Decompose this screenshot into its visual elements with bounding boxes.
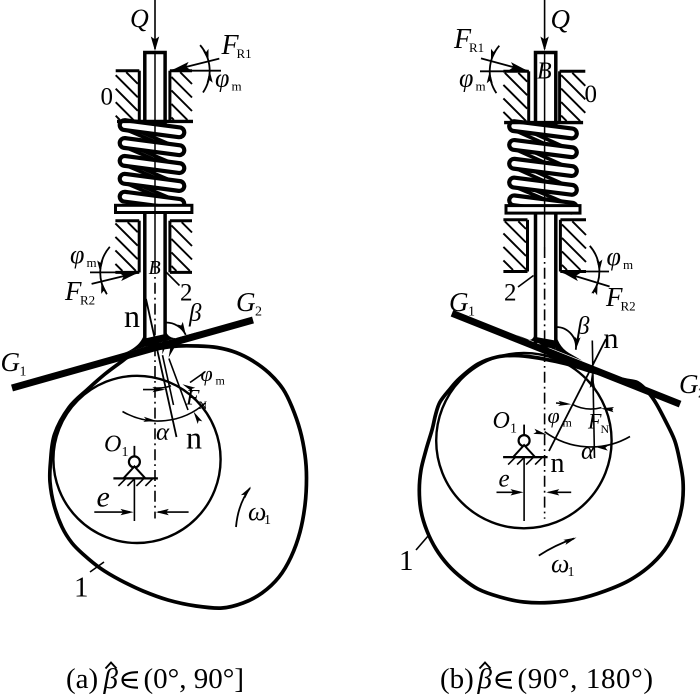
svg-text:0: 0	[585, 81, 598, 108]
svg-text:β: β	[576, 313, 590, 340]
svg-text:m: m	[216, 374, 226, 388]
svg-text:F: F	[64, 276, 82, 306]
svg-text:G: G	[679, 369, 699, 399]
svg-text:O: O	[493, 408, 510, 434]
svg-text:φ: φ	[548, 403, 560, 428]
svg-text:R1: R1	[469, 40, 484, 55]
svg-text:Q: Q	[130, 4, 149, 33]
svg-text:F: F	[605, 282, 623, 312]
svg-text:1: 1	[399, 545, 414, 577]
svg-text:α: α	[156, 419, 170, 446]
svg-text:e: e	[499, 465, 510, 492]
svg-text:m: m	[623, 257, 633, 272]
svg-text:F: F	[587, 409, 602, 434]
svg-text:(90°, 180°): (90°, 180°)	[518, 663, 654, 695]
svg-text:R1: R1	[237, 46, 252, 61]
svg-text:2: 2	[698, 387, 700, 402]
svg-text:φ: φ	[70, 240, 84, 269]
svg-text:1: 1	[122, 445, 129, 460]
svg-text:1: 1	[264, 513, 271, 528]
svg-text:1: 1	[468, 305, 475, 320]
svg-text:φ: φ	[215, 64, 229, 93]
svg-text:2: 2	[504, 280, 517, 307]
svg-text:1: 1	[20, 365, 27, 380]
svg-text:R2: R2	[621, 299, 636, 314]
svg-text:1: 1	[510, 422, 517, 437]
svg-text:F: F	[185, 385, 200, 410]
svg-text:G: G	[449, 287, 469, 317]
svg-text:n: n	[551, 448, 565, 479]
svg-text:ω: ω	[551, 549, 569, 578]
svg-text:φ: φ	[201, 361, 213, 386]
svg-text:φ: φ	[607, 242, 621, 271]
svg-text:1: 1	[568, 565, 575, 580]
svg-text:F: F	[221, 30, 240, 61]
svg-text:2: 2	[255, 305, 262, 320]
svg-text:(0°, 90°]: (0°, 90°]	[144, 663, 245, 695]
svg-text:m: m	[476, 79, 486, 94]
svg-text:F: F	[453, 24, 472, 55]
svg-text:n: n	[124, 298, 140, 334]
svg-text:e: e	[97, 481, 110, 514]
svg-text:2: 2	[180, 280, 193, 307]
svg-text:O: O	[104, 432, 121, 458]
svg-text:φ: φ	[459, 64, 473, 93]
svg-text:(b): (b)	[440, 663, 474, 695]
svg-text:ω: ω	[248, 497, 266, 526]
svg-text:α: α	[581, 438, 595, 465]
svg-text:G: G	[1, 347, 21, 377]
svg-text:m: m	[87, 255, 97, 270]
svg-text:B: B	[149, 257, 161, 279]
svg-text:Q: Q	[551, 4, 571, 34]
svg-text:β: β	[103, 663, 119, 695]
svg-text:m: m	[232, 79, 242, 94]
svg-text:N: N	[601, 422, 610, 436]
svg-text:N: N	[199, 398, 208, 412]
svg-text:β: β	[188, 300, 202, 327]
svg-text:m: m	[563, 416, 573, 430]
svg-text:1: 1	[74, 572, 89, 604]
svg-text:β: β	[477, 663, 493, 695]
svg-text:0: 0	[101, 84, 114, 111]
svg-text:(a): (a)	[66, 663, 98, 695]
svg-text:R2: R2	[80, 293, 95, 308]
svg-text:n: n	[186, 420, 202, 456]
svg-text:B: B	[537, 58, 552, 84]
svg-text:G: G	[236, 287, 256, 317]
svg-text:n: n	[604, 322, 619, 355]
